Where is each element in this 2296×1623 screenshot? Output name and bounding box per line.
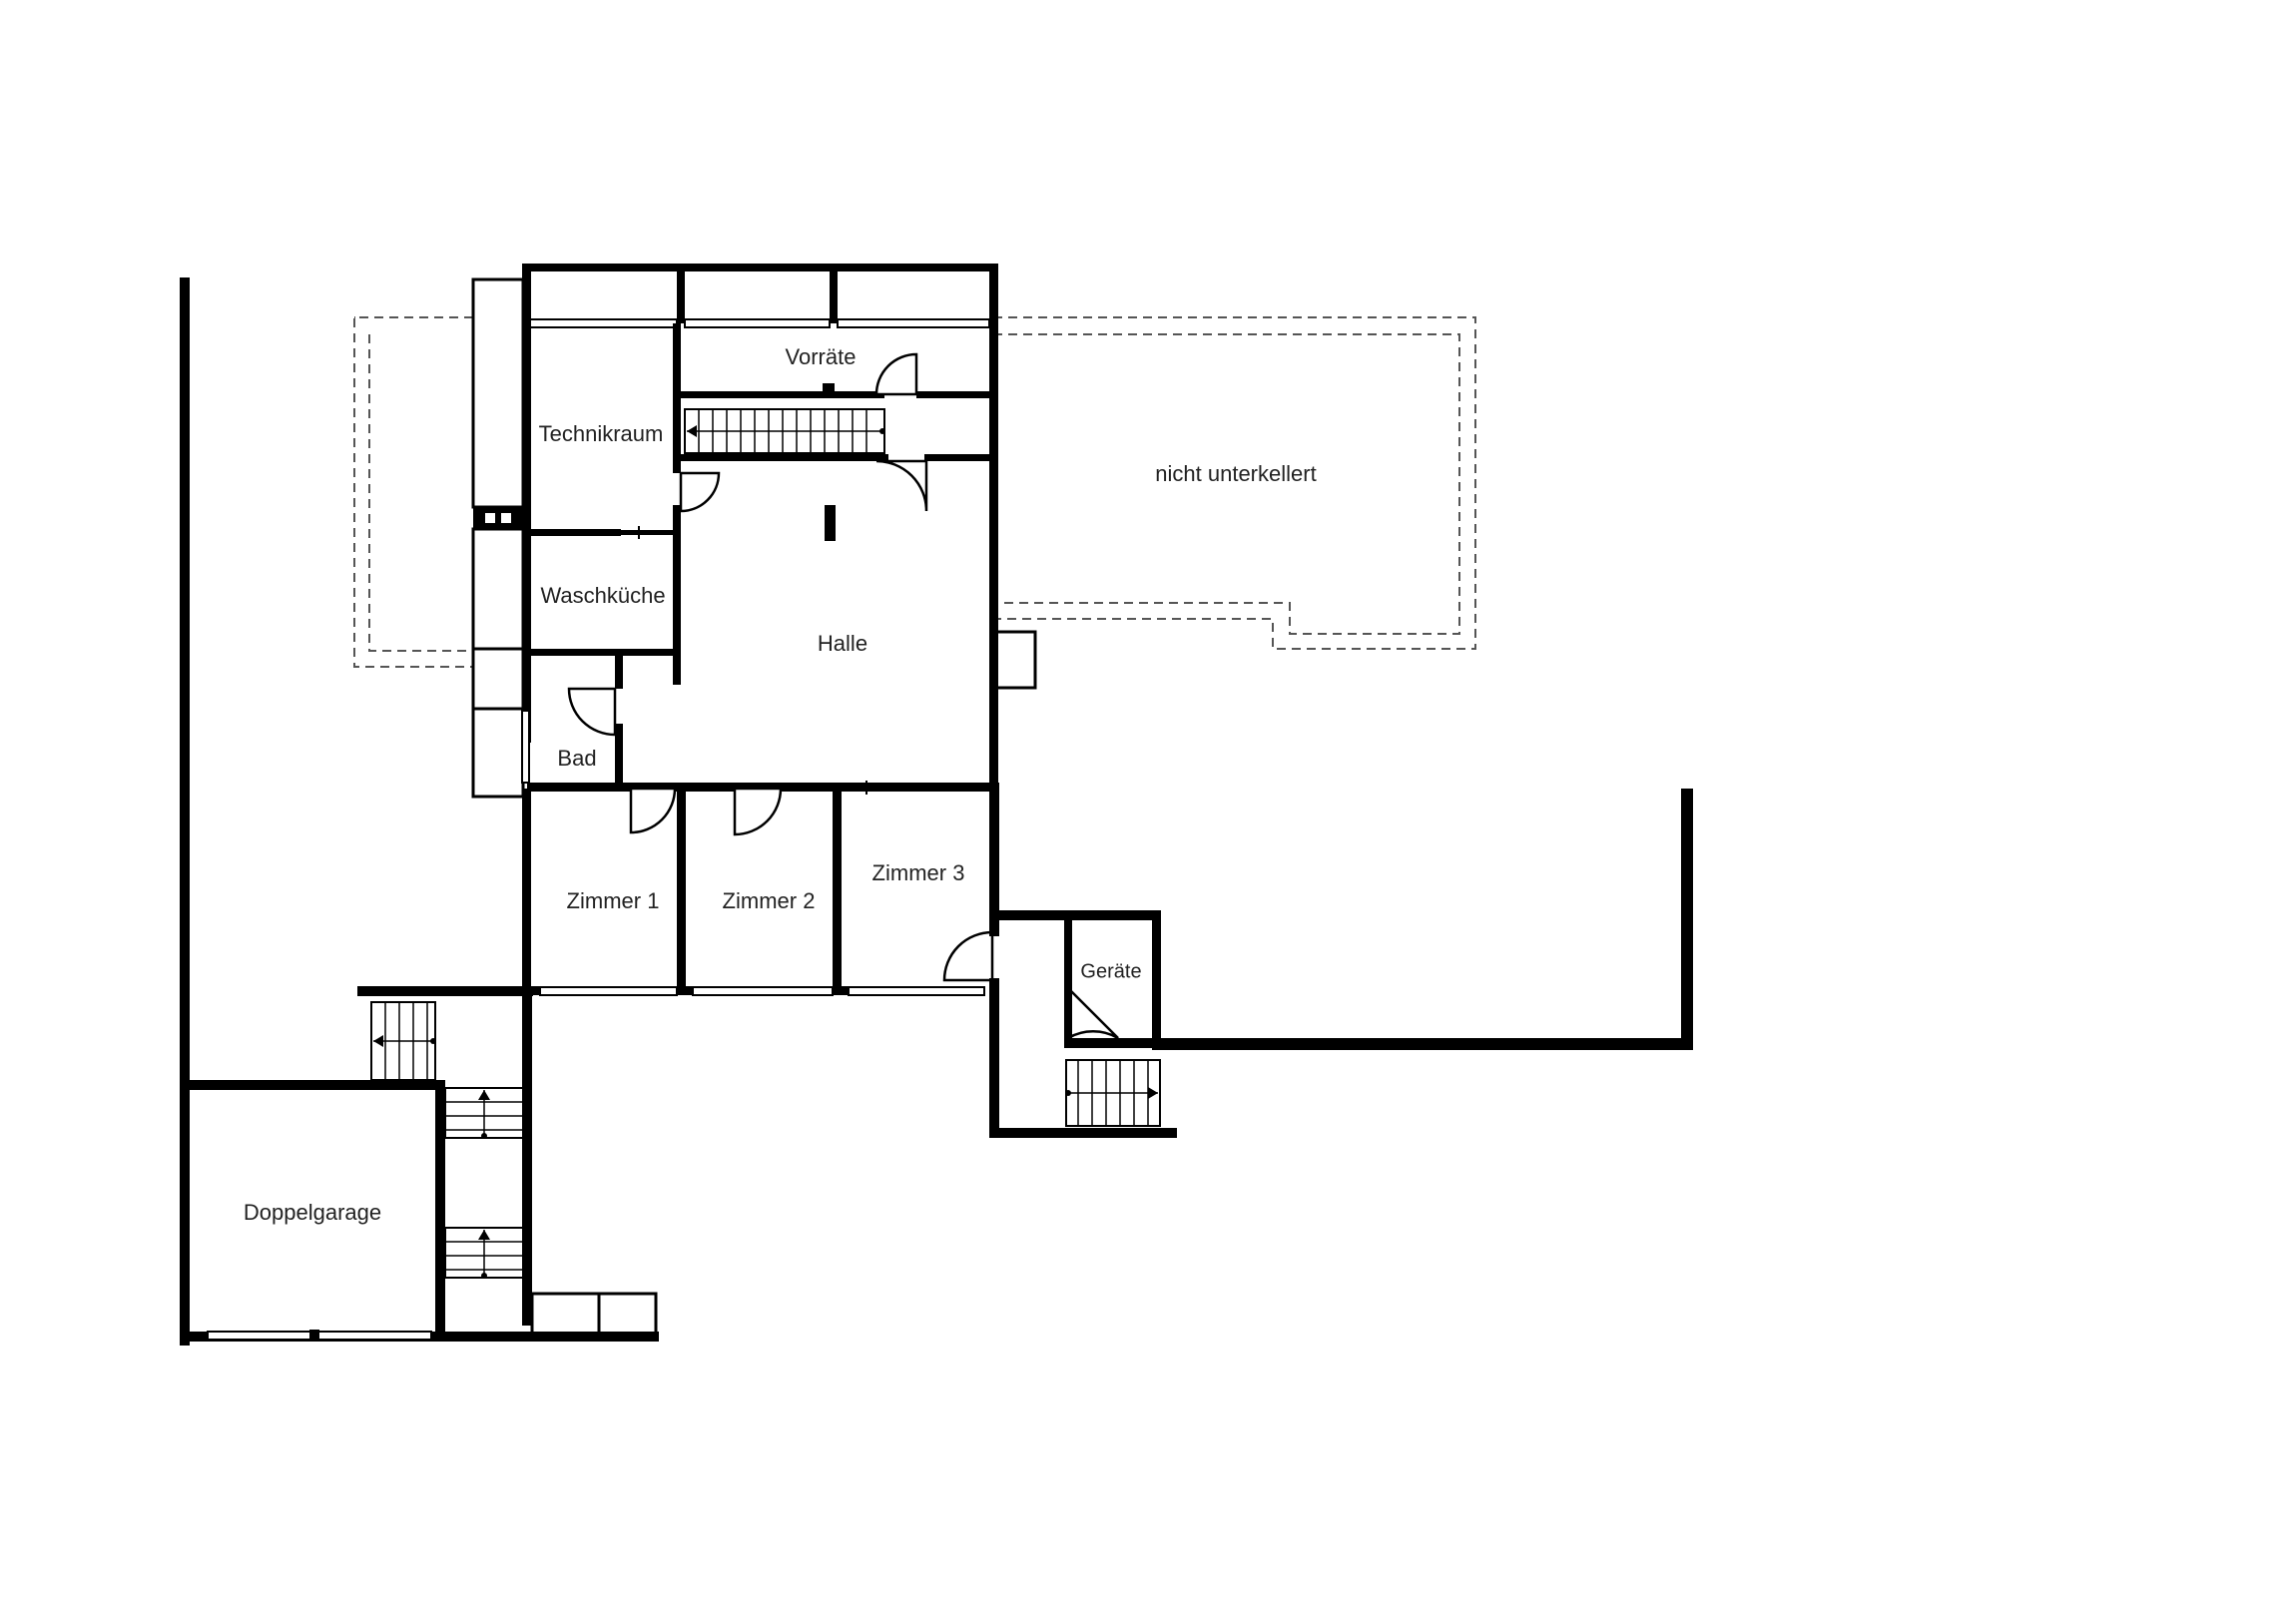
room-label-bad: Bad bbox=[557, 746, 596, 771]
bad-window bbox=[521, 710, 530, 784]
room-label-zimmer1: Zimmer 1 bbox=[567, 888, 660, 913]
room-label-vorraete: Vorräte bbox=[786, 344, 857, 369]
room-label-nicht-unterkellert: nicht unterkellert bbox=[1155, 461, 1316, 486]
annex-walls bbox=[989, 789, 1693, 1138]
sliding-door-technik bbox=[621, 526, 669, 539]
entrance-stair-top bbox=[370, 1001, 436, 1081]
outer-walls bbox=[522, 264, 999, 988]
top-windows bbox=[529, 318, 990, 328]
annex-stair bbox=[1065, 1059, 1161, 1127]
top-strip bbox=[522, 264, 997, 323]
halle-niche bbox=[993, 630, 1037, 690]
room-label-zimmer2: Zimmer 2 bbox=[723, 888, 816, 913]
room-label-doppelgarage: Doppelgarage bbox=[244, 1200, 381, 1225]
entrance-stair-lower bbox=[444, 1227, 524, 1279]
room-label-waschkueche: Waschküche bbox=[540, 583, 665, 608]
zimmer-windows bbox=[522, 986, 985, 996]
non-basement-outline bbox=[353, 316, 1476, 668]
entrance-stair-middle bbox=[444, 1087, 524, 1139]
room-label-geraete: Geräte bbox=[1080, 960, 1141, 982]
internal-stair bbox=[684, 408, 885, 454]
interior-walls bbox=[527, 323, 994, 992]
room-label-halle: Halle bbox=[818, 631, 867, 656]
sliding-door-zimmer3 bbox=[783, 781, 996, 795]
left-side-storage bbox=[471, 277, 525, 799]
garage-door bbox=[207, 1330, 432, 1342]
doors bbox=[567, 352, 1119, 1041]
room-label-zimmer3: Zimmer 3 bbox=[872, 860, 965, 885]
left-boundary-wall bbox=[180, 277, 190, 1346]
room-label-technikraum: Technikraum bbox=[539, 421, 664, 446]
